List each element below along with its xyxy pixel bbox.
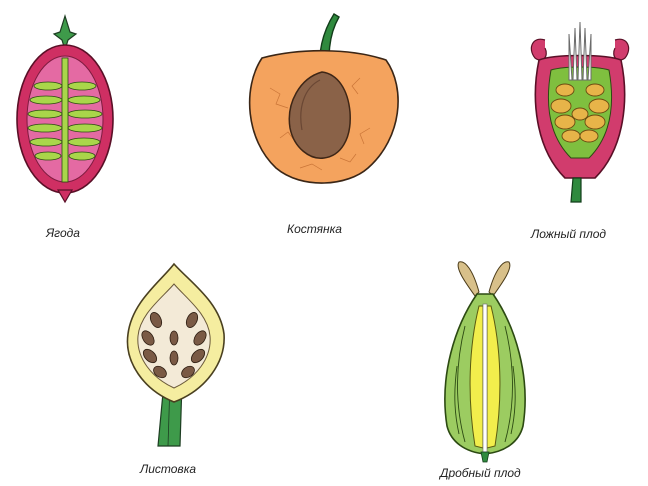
caption-berry: Ягода bbox=[46, 226, 80, 240]
schizocarp-icon bbox=[435, 256, 535, 466]
berry-icon bbox=[10, 14, 120, 204]
caption-schizocarp: Дробный плод bbox=[440, 466, 521, 480]
follicle-icon bbox=[122, 262, 232, 452]
caption-false-fruit: Ложный плод bbox=[531, 227, 606, 241]
false-fruit-icon bbox=[525, 18, 635, 208]
drupe-icon bbox=[240, 8, 405, 198]
caption-follicle: Листовка bbox=[140, 462, 196, 476]
caption-drupe: Костянка bbox=[287, 222, 342, 236]
